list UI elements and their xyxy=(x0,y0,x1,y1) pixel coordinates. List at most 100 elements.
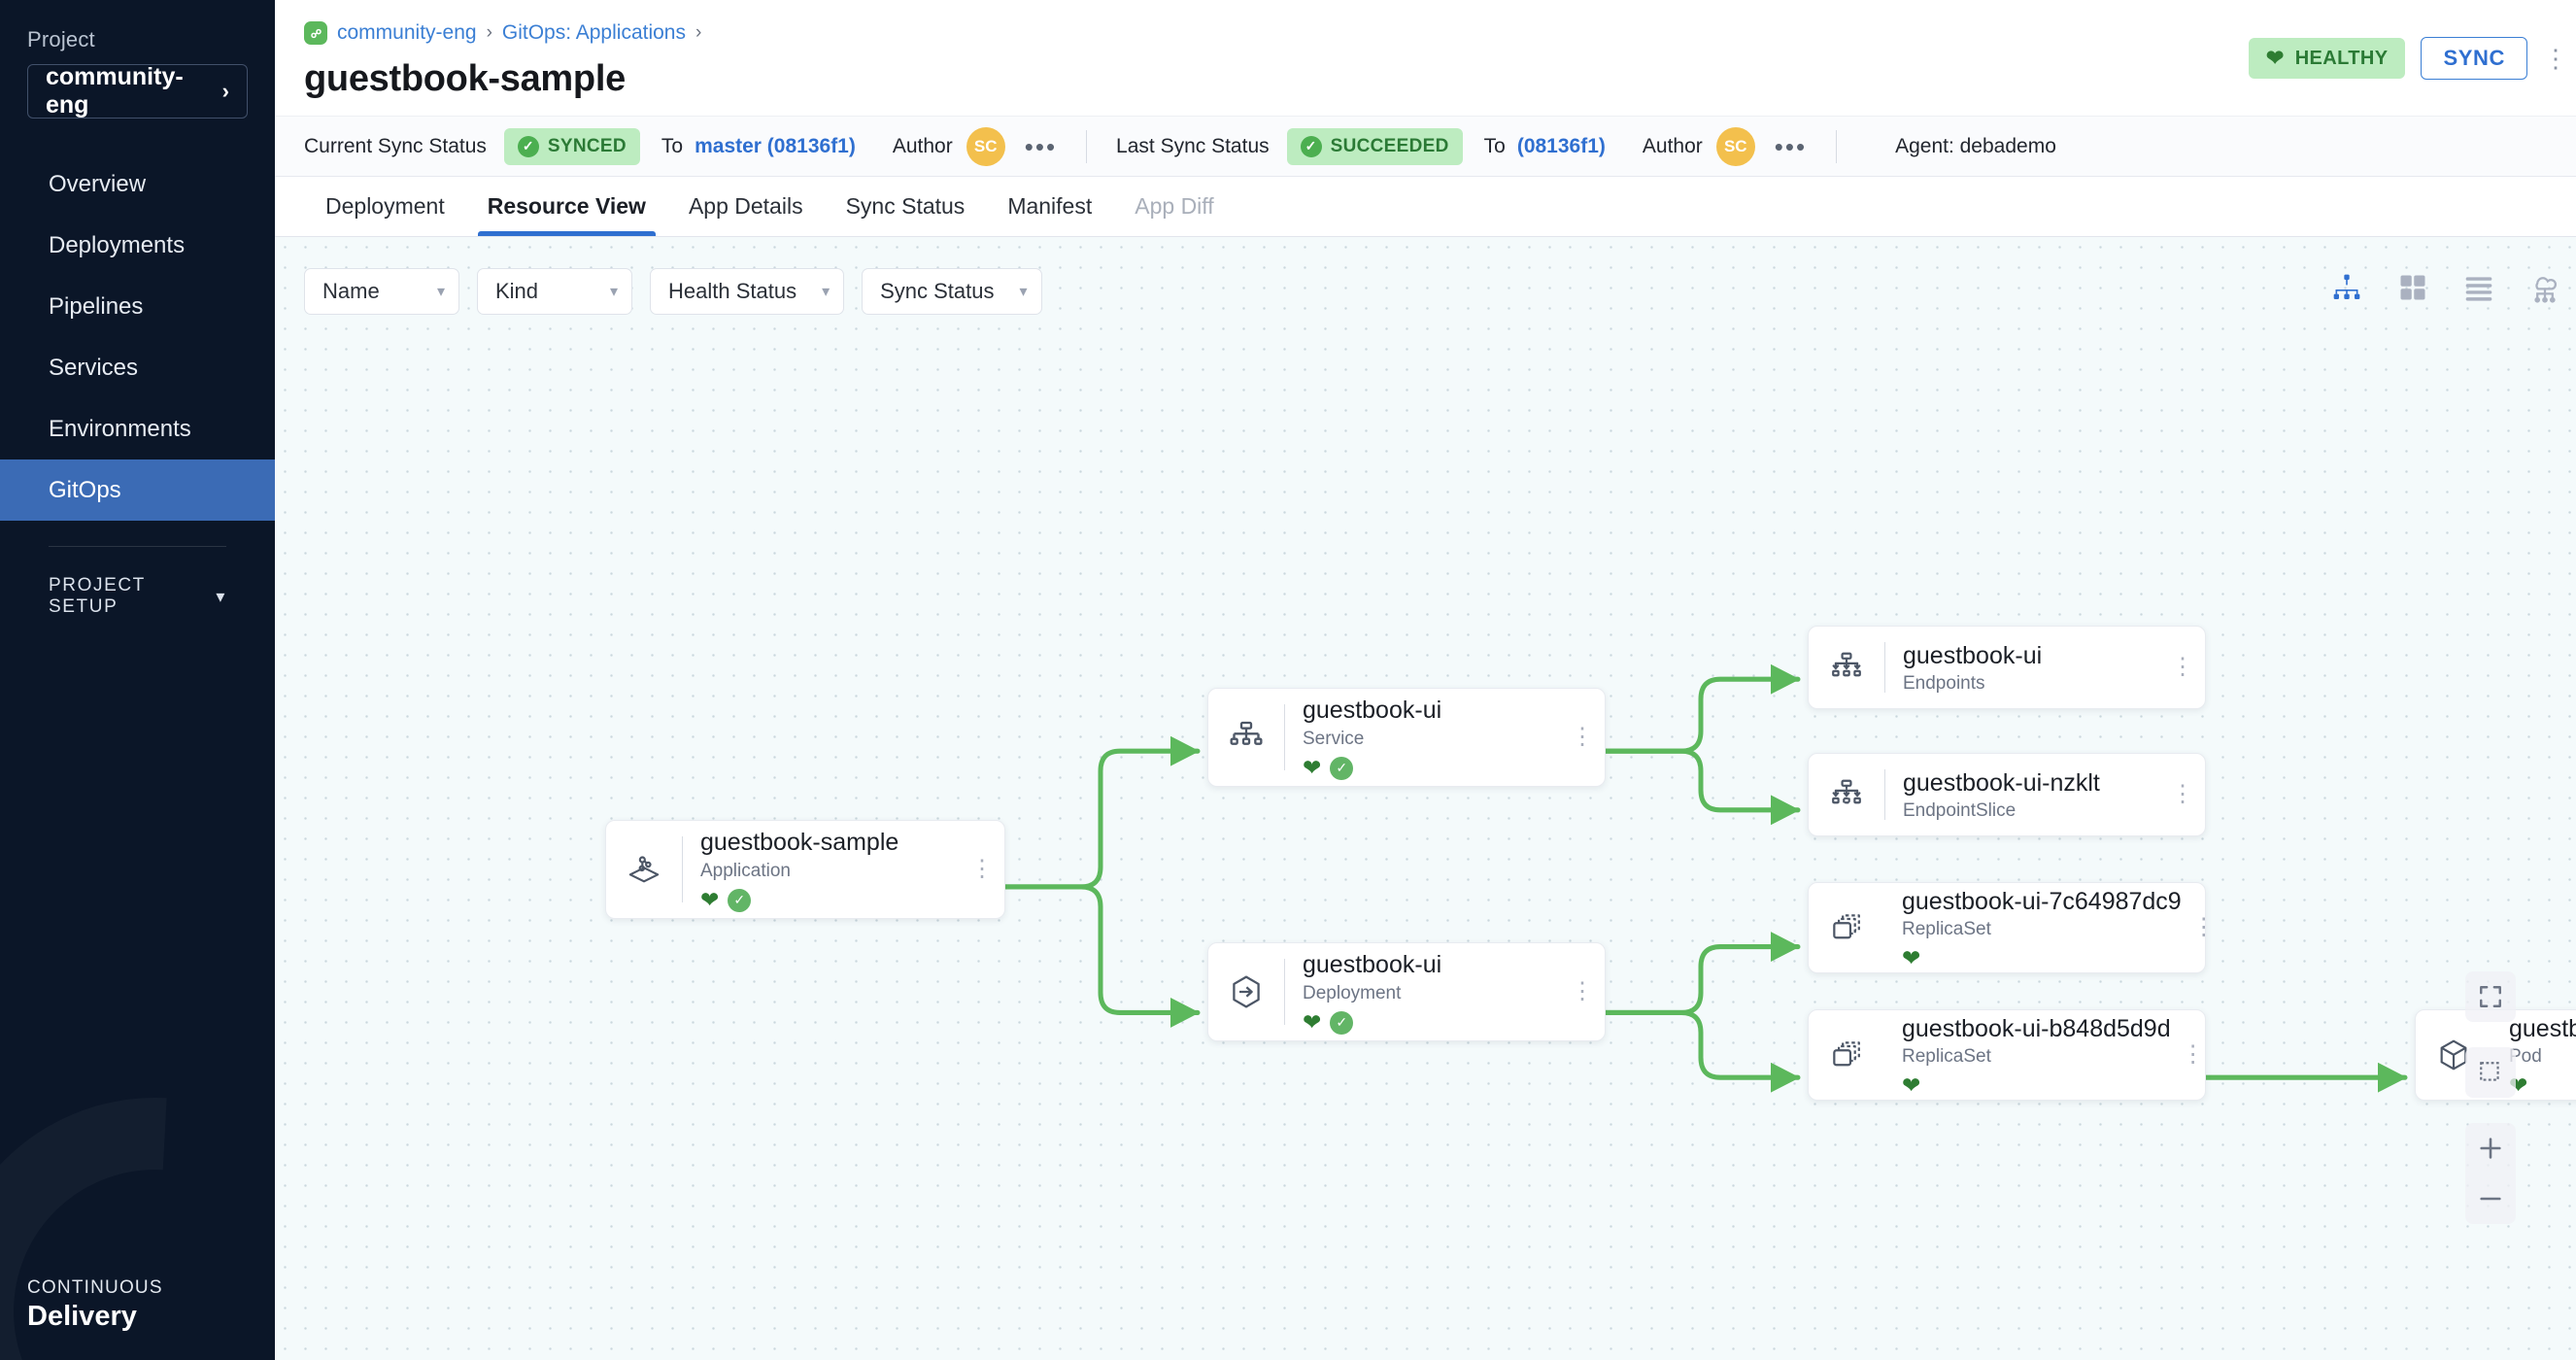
current-sync-status-badge: ✓ SYNCED xyxy=(504,128,640,165)
zoom-in-icon[interactable] xyxy=(2465,1123,2516,1173)
node-body: guestbook-ui Deployment ❤ ✓ xyxy=(1285,943,1560,1040)
avatar-2: SC xyxy=(1716,127,1755,166)
filter-sync-status-label: Sync Status xyxy=(880,279,994,304)
status-divider-2 xyxy=(1836,130,1837,163)
node-kind: ReplicaSet xyxy=(1902,1046,2171,1068)
breadcrumb: community-eng › GitOps: Applications › xyxy=(275,14,2576,52)
tab-sync-status[interactable]: Sync Status xyxy=(825,176,987,236)
zoom-out-icon[interactable] xyxy=(2465,1173,2516,1224)
sync-check-icon: ✓ xyxy=(728,889,751,912)
breadcrumb-separator-2: › xyxy=(695,22,701,44)
tab-label: Resource View xyxy=(488,193,646,220)
resource-graph-canvas[interactable]: Name ▾ Kind ▾ Health Status ▾ Sync Statu… xyxy=(275,237,2576,1360)
chevron-down-icon: ▾ xyxy=(437,282,445,301)
sync-check-icon: ✓ xyxy=(1330,757,1353,780)
heart-icon: ❤ xyxy=(2266,48,2285,69)
tab-label: Sync Status xyxy=(846,193,966,220)
chevron-down-icon: ▾ xyxy=(610,282,618,301)
sidebar-item-label: GitOps xyxy=(49,477,121,504)
node-kind: Pod xyxy=(2509,1046,2576,1068)
node-menu-icon[interactable]: ⋮ xyxy=(2160,627,2205,708)
node-kind: ReplicaSet xyxy=(1902,919,2182,940)
application-icon xyxy=(606,821,682,918)
sidebar-item-label: Services xyxy=(49,355,138,382)
tab-manifest[interactable]: Manifest xyxy=(986,176,1113,236)
filter-kind-label: Kind xyxy=(495,279,538,304)
breadcrumb-item-project[interactable]: community-eng xyxy=(337,21,477,45)
sidebar-item-label: Overview xyxy=(49,171,146,198)
status-badge-health: ❤ HEALTHY xyxy=(2249,38,2406,79)
sidebar-item-gitops[interactable]: GitOps xyxy=(0,459,275,521)
select-box-icon[interactable] xyxy=(2465,1047,2516,1098)
node-title: guestbook-ui-nzklt xyxy=(1903,769,2160,798)
node-menu-icon[interactable]: ⋮ xyxy=(1560,943,1605,1040)
node-title: guestbook-ui-b848d5d9d xyxy=(1902,1015,2171,1043)
graph-node-endpointslice[interactable]: guestbook-ui-nzklt EndpointSlice ⋮ xyxy=(1808,753,2206,836)
current-author-more-icon[interactable]: ••• xyxy=(1025,142,1057,152)
tab-bar: Deployment Resource View App Details Syn… xyxy=(275,177,2576,237)
health-badge-label: HEALTHY xyxy=(2295,48,2389,70)
sync-status-bar: Current Sync Status ✓ SYNCED To master (… xyxy=(275,116,2576,176)
node-title: guestbook-ui-7c64987dc9 xyxy=(1902,888,2182,916)
node-menu-icon[interactable]: ⋮ xyxy=(2160,754,2205,835)
filter-kind[interactable]: Kind ▾ xyxy=(477,268,632,315)
sidebar-project-setup[interactable]: PROJECT SETUP ▾ xyxy=(0,572,275,621)
project-setup-label: PROJECT SETUP xyxy=(49,575,216,618)
sidebar-item-environments[interactable]: Environments xyxy=(0,398,275,459)
filter-health-status[interactable]: Health Status ▾ xyxy=(650,268,844,315)
project-selector[interactable]: community-eng › xyxy=(27,64,248,119)
node-kind: Service xyxy=(1303,729,1560,750)
health-heart-icon: ❤ xyxy=(1303,1011,1321,1034)
last-sync-status-value: SUCCEEDED xyxy=(1331,136,1449,157)
tab-resource-view[interactable]: Resource View xyxy=(466,176,667,236)
node-menu-icon[interactable]: ⋮ xyxy=(2171,1010,2216,1100)
sidebar-item-services[interactable]: Services xyxy=(0,337,275,398)
graph-node-deployment[interactable]: guestbook-ui Deployment ❤ ✓ ⋮ xyxy=(1207,942,1606,1041)
node-badges: ❤ ✓ xyxy=(700,889,960,912)
main-area: community-eng › GitOps: Applications › g… xyxy=(275,0,2576,1360)
graph-node-replicaset-1[interactable]: guestbook-ui-7c64987dc9 ReplicaSet ❤ ⋮ xyxy=(1808,882,2206,973)
grid-view-icon[interactable] xyxy=(2395,270,2430,305)
node-menu-icon[interactable]: ⋮ xyxy=(1560,689,1605,786)
overflow-menu-icon[interactable]: ⋮ xyxy=(2543,54,2559,63)
node-kind: EndpointSlice xyxy=(1903,800,2160,822)
node-badges: ❤ xyxy=(2509,1074,2576,1097)
sidebar-item-pipelines[interactable]: Pipelines xyxy=(0,276,275,337)
health-heart-icon: ❤ xyxy=(1303,757,1321,779)
node-badges: ❤ ✓ xyxy=(1303,757,1560,780)
graph-node-service[interactable]: guestbook-ui Service ❤ ✓ ⋮ xyxy=(1207,688,1606,787)
filter-sync-status[interactable]: Sync Status ▾ xyxy=(862,268,1041,315)
filter-health-status-label: Health Status xyxy=(668,279,797,304)
network-view-icon[interactable] xyxy=(2527,270,2562,305)
tab-deployment[interactable]: Deployment xyxy=(304,176,466,236)
fit-screen-icon[interactable] xyxy=(2465,971,2516,1022)
last-sync-status-label: Last Sync Status xyxy=(1116,135,1270,158)
list-view-icon[interactable] xyxy=(2461,270,2496,305)
node-body: guestbook-sample Application ❤ ✓ xyxy=(683,821,960,918)
graph-node-replicaset-2[interactable]: guestbook-ui-b848d5d9d ReplicaSet ❤ ⋮ xyxy=(1808,1009,2206,1101)
filter-name[interactable]: Name ▾ xyxy=(304,268,459,315)
node-kind: Deployment xyxy=(1303,983,1560,1004)
graph-node-endpoints[interactable]: guestbook-ui Endpoints ⋮ xyxy=(1808,626,2206,709)
sidebar-item-deployments[interactable]: Deployments xyxy=(0,215,275,276)
sync-check-icon: ✓ xyxy=(1330,1011,1353,1035)
node-kind: Application xyxy=(700,861,960,882)
node-menu-icon[interactable]: ⋮ xyxy=(960,821,1004,918)
node-menu-icon[interactable]: ⋮ xyxy=(2182,883,2226,972)
last-to-label: To xyxy=(1484,135,1506,158)
tree-view-icon[interactable] xyxy=(2329,270,2364,305)
status-divider xyxy=(1086,130,1087,163)
node-title: guestbook-ui xyxy=(1303,951,1560,979)
tab-app-details[interactable]: App Details xyxy=(667,176,825,236)
replicaset-icon xyxy=(1809,883,1884,972)
current-revision-link[interactable]: master (08136f1) xyxy=(695,135,856,158)
graph-edges xyxy=(275,237,2576,1360)
last-author-more-icon[interactable]: ••• xyxy=(1775,142,1807,152)
last-revision-link[interactable]: (08136f1) xyxy=(1517,135,1606,158)
sidebar-item-overview[interactable]: Overview xyxy=(0,153,275,215)
node-body: guestbook-ui-b848d5d9d ReplicaSet ❤ xyxy=(1884,1010,2171,1100)
brand-line-2: Delivery xyxy=(27,1301,163,1333)
sync-button[interactable]: SYNC xyxy=(2421,37,2527,80)
breadcrumb-item-applications[interactable]: GitOps: Applications xyxy=(502,21,686,45)
graph-node-application[interactable]: guestbook-sample Application ❤ ✓ ⋮ xyxy=(605,820,1005,919)
